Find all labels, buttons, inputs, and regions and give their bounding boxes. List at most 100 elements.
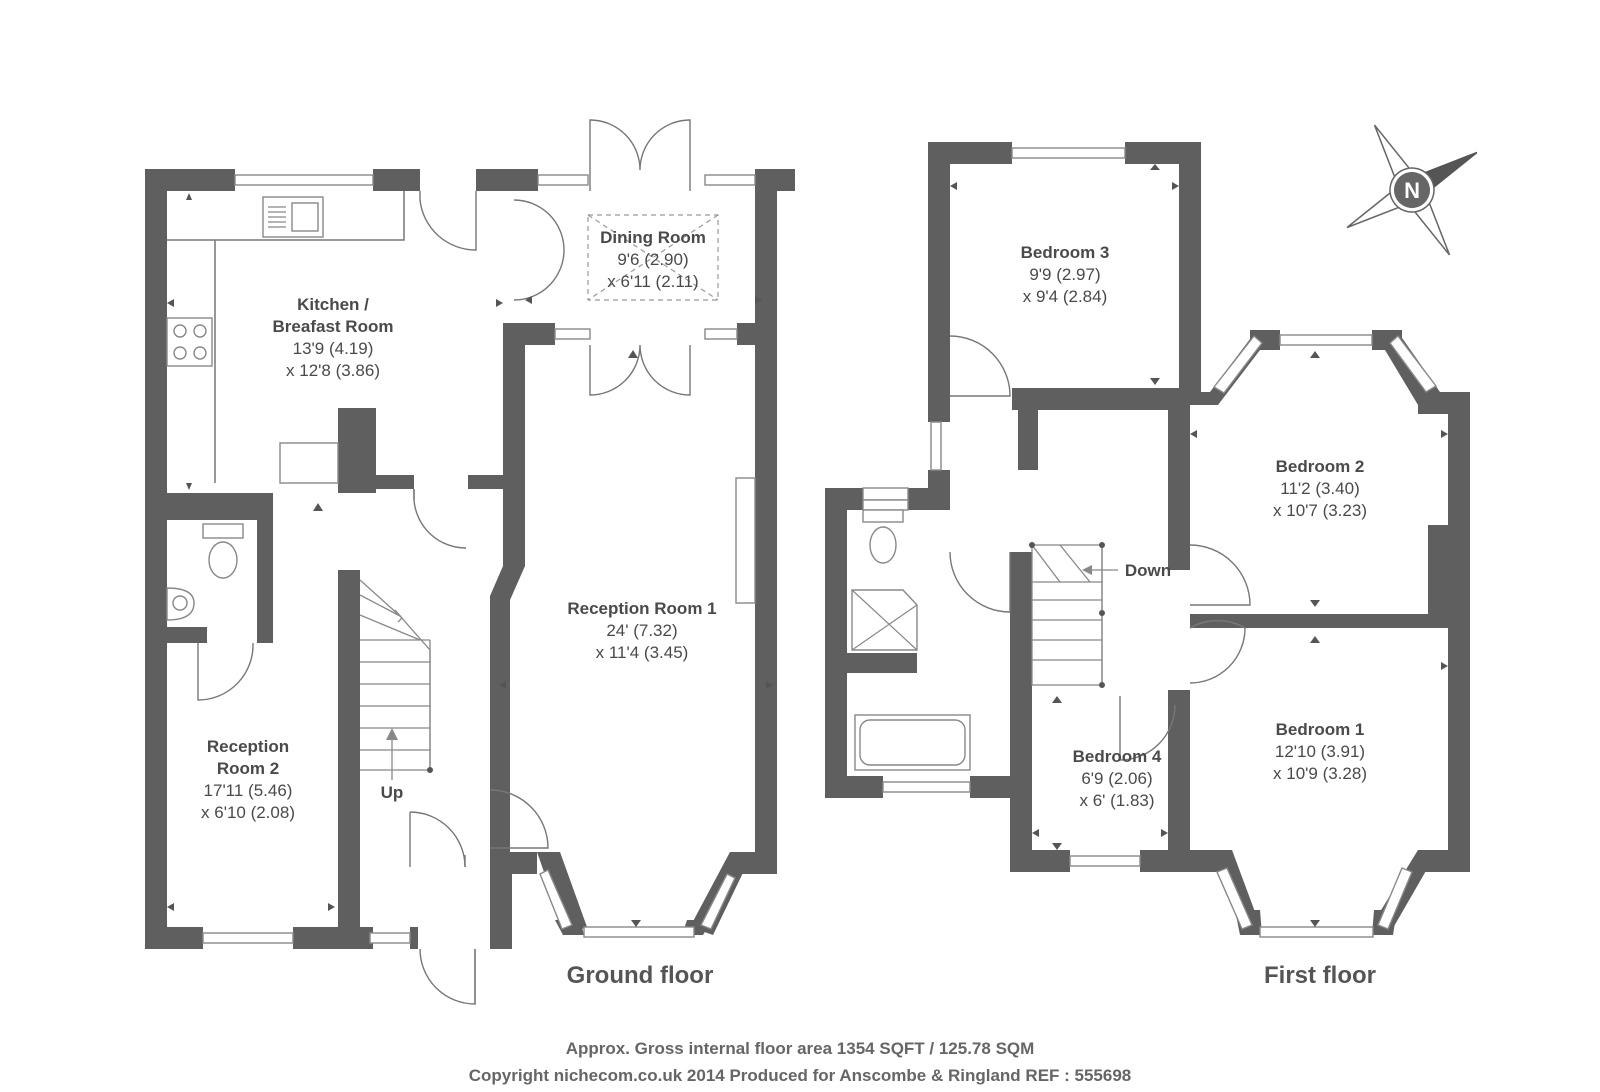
first-floor-doors <box>949 335 1251 761</box>
reception1-dimension-2: x 11'4 (3.45) <box>596 643 689 662</box>
bedroom2-window-left <box>1212 334 1263 394</box>
bedroom1-window-left <box>1216 867 1253 930</box>
room-bedroom3-label: Bedroom 3 9'9 (2.97) x 9'4 (2.84) <box>1021 243 1110 306</box>
bedroom1-door <box>1189 619 1246 684</box>
dining-table-outline <box>587 214 719 301</box>
bathroom-door <box>949 551 1011 613</box>
kitchen-dimension-1: 13'9 (4.19) <box>293 339 374 358</box>
bedroom2-dimension-2: x 10'7 (3.23) <box>1273 501 1367 520</box>
toilet-cistern <box>202 523 244 539</box>
reception1-door <box>489 789 549 849</box>
stairs-down-label: Down <box>1125 561 1171 580</box>
ground-floor-plan: Kitchen / Breafast Room 13'9 (4.19) x 12… <box>145 119 795 1005</box>
ground-floor-walls <box>145 169 795 949</box>
compass-north-label: N <box>1404 178 1420 203</box>
copyright-text: Copyright nichecom.co.uk 2014 Produced f… <box>469 1066 1132 1085</box>
kitchen-unit <box>279 442 339 484</box>
wc-fixtures <box>166 523 244 621</box>
bay-window-left <box>539 869 573 930</box>
bedroom4-dimension-1: 6'9 (2.06) <box>1081 769 1152 788</box>
dining-window-left <box>537 174 589 186</box>
reception1-name: Reception Room 1 <box>567 599 716 618</box>
front-door <box>419 948 476 1005</box>
fireplace-hearth <box>735 477 756 604</box>
first-floor-stairs <box>1029 542 1118 688</box>
dining-name: Dining Room <box>600 228 706 247</box>
bedroom3-name: Bedroom 3 <box>1021 243 1110 262</box>
bedroom1-window-right <box>1377 867 1413 930</box>
dining-dimension-1: 9'6 (2.90) <box>617 250 688 269</box>
hall-cupboard-door <box>409 811 466 868</box>
kitchen-back-door <box>419 191 477 251</box>
landing-window <box>930 421 942 471</box>
dining-window-right <box>704 174 756 186</box>
dining-french-doors-bottom <box>589 344 691 396</box>
ground-floor-doors <box>197 119 691 1005</box>
sink-drainer-lines <box>268 206 286 228</box>
room-bedroom2-label: Bedroom 2 11'2 (3.40) x 10'7 (3.23) <box>1273 457 1367 520</box>
ground-floor-title: Ground floor <box>567 962 714 989</box>
ground-floor-windows <box>202 174 756 944</box>
room-bedroom1-label: Bedroom 1 12'10 (3.91) x 10'9 (3.28) <box>1273 720 1367 783</box>
kitchen-dining-doors <box>513 199 565 301</box>
bathroom-window-top <box>862 487 909 501</box>
bathroom-fixtures <box>851 509 971 771</box>
bedroom3-dimension-1: 9'9 (2.97) <box>1029 265 1100 284</box>
room-dining-label: Dining Room 9'6 (2.90) x 6'11 (2.11) <box>600 228 706 291</box>
kitchen-name-line-1: Kitchen / <box>297 295 369 314</box>
room-kitchen-label: Kitchen / Breafast Room 13'9 (4.19) x 12… <box>273 295 394 380</box>
north-compass-icon: N <box>1346 124 1478 256</box>
room-bedroom4-label: Bedroom 4 6'9 (2.06) x 6' (1.83) <box>1073 747 1162 810</box>
ground-floor-stairs <box>359 579 433 780</box>
stairs-up-label: Up <box>381 783 404 802</box>
dining-window-bottom-left <box>554 328 591 340</box>
bathroom-toilet-icon <box>869 526 897 564</box>
bedroom1-name: Bedroom 1 <box>1276 720 1365 739</box>
first-floor-walls <box>825 142 1470 935</box>
dining-dimension-2: x 6'11 (2.11) <box>607 272 698 291</box>
reception2-dimension-2: x 6'10 (2.08) <box>201 803 295 822</box>
room-reception2-label: Reception Room 2 17'11 (5.46) x 6'10 (2.… <box>201 737 295 822</box>
reception2-name-line-2: Room 2 <box>217 759 279 778</box>
kitchen-name-line-2: Breafast Room <box>273 317 394 336</box>
first-floor-title: First floor <box>1264 962 1376 989</box>
floor-area-text: Approx. Gross internal floor area 1354 S… <box>566 1039 1035 1058</box>
kitchen-dimension-2: x 12'8 (3.86) <box>286 361 380 380</box>
toilet-bowl-icon <box>208 541 238 579</box>
first-floor-windows <box>862 147 1438 938</box>
bedroom1-window-front <box>1259 926 1374 938</box>
bedroom2-name: Bedroom 2 <box>1276 457 1365 476</box>
reception2-name-line-1: Reception <box>207 737 289 756</box>
bedroom3-dimension-2: x 9'4 (2.84) <box>1023 287 1108 306</box>
bathroom-window-bottom <box>882 781 971 793</box>
reception2-dimension-1: 17'11 (5.46) <box>204 781 293 800</box>
kitchen-window <box>234 174 374 186</box>
wc-door <box>197 642 254 701</box>
kitchen-hall-door <box>413 489 467 549</box>
reception2-window <box>202 932 294 944</box>
bedroom4-dimension-2: x 6' (1.83) <box>1079 791 1154 810</box>
bay-window-front <box>583 926 695 938</box>
kitchen-fixtures <box>166 191 405 484</box>
bedroom2-dimension-1: 11'2 (3.40) <box>1280 479 1359 498</box>
bedroom4-door <box>1119 696 1176 761</box>
bay-window-right <box>700 873 736 930</box>
dining-french-doors-top <box>589 119 691 191</box>
bedroom1-dimension-2: x 10'9 (3.28) <box>1273 764 1367 783</box>
bedroom3-door <box>949 335 1011 397</box>
first-floor-plan: Bedroom 3 9'9 (2.97) x 9'4 (2.84) Bedroo… <box>825 142 1470 989</box>
kitchen-hob <box>166 317 213 367</box>
hall-window <box>369 932 411 944</box>
bedroom2-window <box>1279 334 1373 346</box>
bedroom2-door <box>1189 544 1251 606</box>
bedroom4-window <box>1069 855 1141 867</box>
bathroom-toilet-cistern <box>862 509 904 523</box>
first-floor-dimension-arrows <box>950 164 1448 927</box>
reception1-dimension-1: 24' (7.32) <box>606 621 677 640</box>
ground-floor-dimension-arrows <box>167 193 773 927</box>
room-reception1-label: Reception Room 1 24' (7.32) x 11'4 (3.45… <box>567 599 716 662</box>
bedroom4-name: Bedroom 4 <box>1073 747 1162 766</box>
bedroom3-window <box>1011 147 1126 159</box>
dining-window-bottom-right <box>704 328 738 340</box>
